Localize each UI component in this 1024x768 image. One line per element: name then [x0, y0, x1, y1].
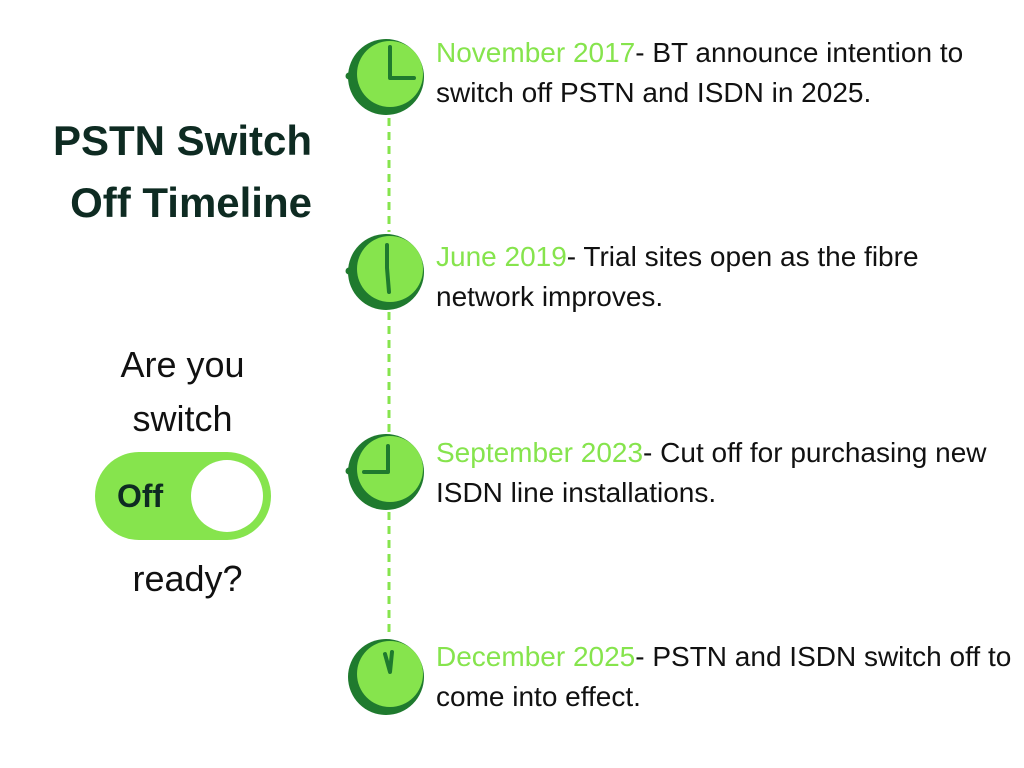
- question-line-3: ready?: [132, 558, 243, 599]
- timeline-event: September 2023- Cut off for purchasing n…: [436, 433, 1021, 513]
- timeline-event: December 2025- PSTN and ISDN switch off …: [436, 637, 1021, 717]
- event-text: - BT announce intention to switch off PS…: [436, 37, 964, 108]
- question-line-1: Are you: [120, 344, 245, 385]
- question-line-2: switch: [132, 398, 233, 439]
- title-line-2: Off Timeline: [70, 179, 312, 226]
- question-bottom: ready?: [75, 552, 300, 606]
- off-toggle-switch[interactable]: Off: [95, 452, 271, 540]
- page-title: PSTN Switch Off Timeline: [20, 110, 312, 234]
- question-top: Are you switch: [70, 338, 295, 446]
- event-text: - Trial sites open as the fibre network …: [436, 241, 919, 312]
- toggle-knob[interactable]: [191, 460, 263, 532]
- event-text: - PSTN and ISDN switch off to come into …: [436, 641, 1012, 712]
- event-date: November 2017: [436, 37, 636, 68]
- event-date: June 2019: [436, 241, 567, 272]
- event-date: December 2025: [436, 641, 636, 672]
- timeline-event: June 2019- Trial sites open as the fibre…: [436, 237, 1021, 317]
- title-line-1: PSTN Switch: [52, 117, 312, 164]
- clock-icon: [348, 639, 424, 715]
- clock-icon: [345, 39, 424, 115]
- toggle-label: Off: [117, 478, 164, 514]
- clock-icon: [345, 234, 424, 310]
- timeline-event: November 2017- BT announce intention to …: [436, 33, 1021, 113]
- clock-icon: [345, 434, 424, 510]
- event-date: September 2023: [436, 437, 644, 468]
- event-text: - Cut off for purchasing new ISDN line i…: [436, 437, 987, 508]
